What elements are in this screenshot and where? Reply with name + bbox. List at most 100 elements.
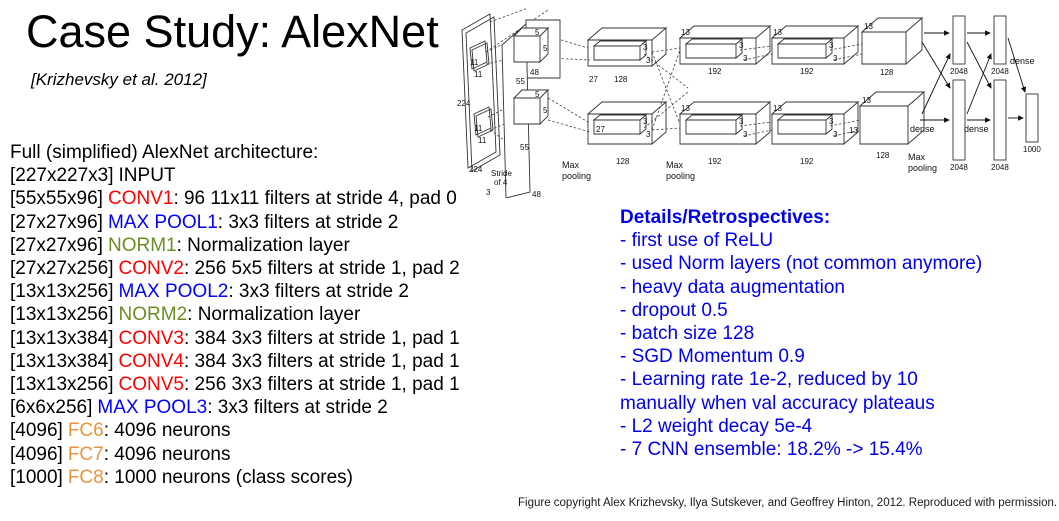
conv2-layer xyxy=(586,27,668,145)
figure-label-224: 224 xyxy=(457,99,471,108)
figure-label-3: 3 xyxy=(486,188,491,197)
architecture-list: Full (simplified) AlexNet architecture: … xyxy=(10,141,460,489)
layer-desc: : 256 5x5 filters at stride 1, pad 2 xyxy=(184,258,460,280)
layer-dims: [227x227x3] xyxy=(10,165,114,187)
layer-desc: : 96 11x11 filters at stride 4, pad 0 xyxy=(173,188,457,210)
figure-label-3: 3 xyxy=(833,130,838,139)
layer-name: NORM1 xyxy=(107,234,177,256)
details-item: - heavy data augmentation xyxy=(620,276,845,298)
arch-line-input: [227x227x3]INPUT xyxy=(10,164,460,187)
figure-label-max-pooling: Max xyxy=(666,160,684,170)
figure-label-13: 13 xyxy=(773,104,782,113)
figure-label-max-pooling: pooling xyxy=(666,171,695,181)
layer-dims: [13x13x384] xyxy=(10,350,114,372)
figure-label-55: 55 xyxy=(520,143,529,152)
figure-label-3: 3 xyxy=(833,54,838,63)
figure-label-3: 3 xyxy=(643,43,648,52)
figure-label-3: 3 xyxy=(743,54,748,63)
layer-desc: : 3x3 filters at stride 2 xyxy=(228,281,409,303)
conv3-layer xyxy=(678,25,772,145)
layer-desc: : 3x3 filters at stride 2 xyxy=(217,211,399,233)
figure-label-11: 11 xyxy=(474,124,483,133)
figure-label-55: 55 xyxy=(516,77,525,86)
figure-label-192: 192 xyxy=(708,157,722,166)
layer-dims: [27x27x96] xyxy=(10,211,103,233)
figure-label-128: 128 xyxy=(880,68,894,77)
arch-line-norm2: [13x13x256]NORM2: Normalization layer xyxy=(10,303,460,326)
layer-dims: [13x13x256] xyxy=(10,281,114,303)
arch-line-maxpool3: [6x6x256]MAX POOL3: 3x3 filters at strid… xyxy=(10,396,460,419)
layer-dims: [1000] xyxy=(10,466,63,488)
figure-label-13: 13 xyxy=(773,28,782,37)
figure-label-5: 5 xyxy=(543,106,548,115)
figure-label-max-pooling: pooling xyxy=(562,171,591,181)
layer-name: MAX POOL2 xyxy=(118,281,229,303)
figure-label-max-pooling: Max xyxy=(908,152,926,162)
figure-label-1000: 1000 xyxy=(1023,145,1041,154)
layer-desc: : 256 3x3 filters at stride 1, pad 1 xyxy=(184,374,460,396)
figure-label-192: 192 xyxy=(800,157,814,166)
figure-label-3: 3 xyxy=(646,56,651,65)
conv5-pool-layer xyxy=(858,17,926,145)
figure-label-13: 13 xyxy=(681,28,690,37)
arch-line-maxpool2: [13x13x256]MAX POOL2: 3x3 filters at str… xyxy=(10,280,460,303)
figure-label-3: 3 xyxy=(829,41,834,50)
layer-name: CONV1 xyxy=(107,188,174,210)
layer-name: NORM2 xyxy=(118,304,188,326)
figure-label-27: 27 xyxy=(596,125,605,134)
conv4-layer xyxy=(770,25,860,145)
figure-label-3: 3 xyxy=(646,130,651,139)
layer-desc: : Normalization layer xyxy=(187,304,361,326)
fc-layers xyxy=(952,15,1039,161)
figure-label-3: 3 xyxy=(643,117,648,126)
figure-label-dense: dense xyxy=(910,124,935,134)
layer-dims: [13x13x256] xyxy=(10,304,114,326)
arch-line-conv1: [55x55x96]CONV1: 96 11x11 filters at str… xyxy=(10,187,460,210)
figure-label-48: 48 xyxy=(530,68,539,77)
layer-dims: [27x27x256] xyxy=(10,258,114,280)
figure-label-11: 11 xyxy=(470,58,479,67)
figure-label-2048: 2048 xyxy=(991,163,1009,172)
arch-line-conv2: [27x27x256]CONV2: 256 5x5 filters at str… xyxy=(10,257,460,280)
layer-dims: [4096] xyxy=(10,420,63,442)
layer-desc: : 384 3x3 filters at stride 1, pad 1 xyxy=(184,327,460,349)
figure-label-stride: of 4 xyxy=(494,178,508,187)
figure-label-stride: Stride xyxy=(491,169,512,178)
details-block: Details/Retrospectives: - first use of R… xyxy=(620,206,982,461)
details-item: - 7 CNN ensemble: 18.2% -> 15.4% xyxy=(620,439,923,461)
layer-dims: [13x13x256] xyxy=(10,374,114,396)
figure-labels: 224 224 11 11 11 11 Stride of 4 3 55 55 … xyxy=(457,22,1041,198)
layer-desc: : 4096 neurons xyxy=(103,443,231,465)
arch-line-fc6: [4096]FC6: 4096 neurons xyxy=(10,419,460,442)
arch-line-conv4: [13x13x384]CONV4: 384 3x3 filters at str… xyxy=(10,350,460,373)
figure-label-128: 128 xyxy=(876,151,890,160)
details-item: - batch size 128 xyxy=(620,323,755,345)
figure-label-max-pooling: pooling xyxy=(908,163,937,173)
details-item: - dropout 0.5 xyxy=(620,299,728,321)
details-item: - SGD Momentum 0.9 xyxy=(620,346,805,368)
figure-label-3: 3 xyxy=(743,130,748,139)
figure-label-5: 5 xyxy=(535,28,540,37)
layer-dims: [55x55x96] xyxy=(10,188,103,210)
layer-dims: [27x27x96] xyxy=(10,234,103,256)
layer-desc: : 3x3 filters at stride 2 xyxy=(207,397,388,419)
arch-intro: Full (simplified) AlexNet architecture: xyxy=(10,142,319,163)
details-item: - used Norm layers (not common anymore) xyxy=(620,253,983,275)
page-title: Case Study: AlexNet xyxy=(26,6,439,57)
figure-label-3: 3 xyxy=(829,117,834,126)
figure-label-13: 13 xyxy=(849,126,858,135)
dense-arrows xyxy=(920,30,1027,123)
figure-label-dense: dense xyxy=(964,124,989,134)
figure-label-128: 128 xyxy=(614,75,628,84)
details-item: manually when val accuracy plateaus xyxy=(620,392,935,414)
figure-label-max-pooling: Max xyxy=(562,160,580,170)
details-item: - L2 weight decay 5e-4 xyxy=(620,415,813,437)
citation: [Krizhevsky et al. 2012] xyxy=(31,70,207,89)
layer-name: CONV5 xyxy=(118,374,184,396)
layer-name: FC6 xyxy=(67,420,104,442)
figure-label-3: 3 xyxy=(739,117,744,126)
layer-name: FC8 xyxy=(67,466,104,488)
layer-dims: [13x13x384] xyxy=(10,327,114,349)
figure-label-2048: 2048 xyxy=(991,67,1009,76)
